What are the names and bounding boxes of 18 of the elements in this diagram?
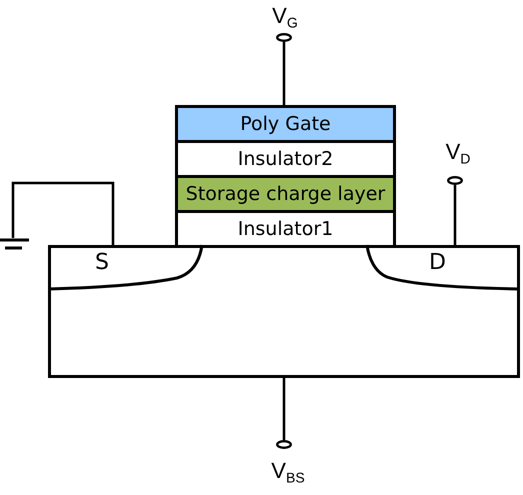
terminal-icon <box>447 176 463 185</box>
terminal-label: V$_{D}$ <box>446 141 470 163</box>
source-region: S <box>48 245 204 291</box>
storage-layer: Storage charge layer <box>175 175 396 213</box>
insulator-layer: Insulator2 <box>175 140 396 178</box>
substrate-block <box>48 245 520 378</box>
drain-region: D <box>366 245 520 291</box>
terminal-icon <box>276 440 292 449</box>
wire <box>454 185 456 245</box>
wire <box>12 182 114 245</box>
terminal-label: V$_{BS}$ <box>271 460 305 482</box>
gate-layer: Poly Gate <box>175 105 396 143</box>
insulator-layer: Insulator1 <box>175 210 396 248</box>
terminal-icon <box>276 33 292 42</box>
wire <box>282 42 286 105</box>
terminal-label: V$_{G}$ <box>272 5 298 27</box>
ground-icon <box>0 238 29 250</box>
wire <box>282 378 286 440</box>
